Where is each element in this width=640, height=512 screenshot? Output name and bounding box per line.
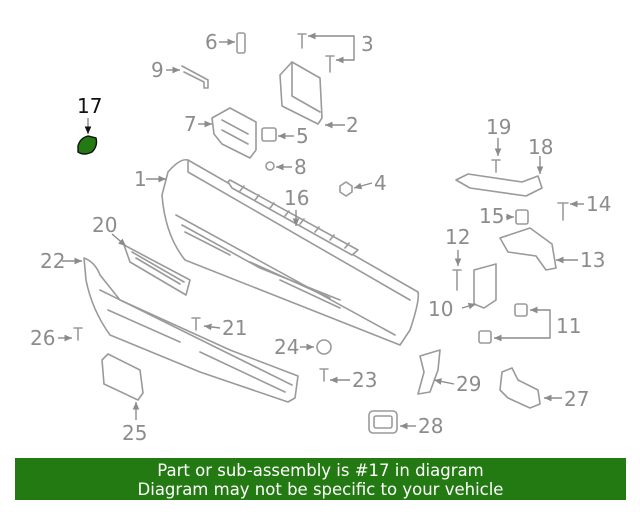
part-3-bolts [297, 33, 335, 73]
part-27-bracket [499, 367, 541, 409]
callout-29: 29 [456, 372, 481, 396]
part-1-bumper [161, 158, 420, 346]
callout-18: 18 [528, 135, 553, 159]
callout-24: 24 [274, 335, 299, 359]
callout-7: 7 [184, 112, 197, 136]
callout-27: 27 [564, 387, 589, 411]
callout-26: 26 [30, 326, 55, 350]
part-19-screw [491, 159, 501, 173]
part-16-trim-strip [227, 179, 359, 256]
callout-13: 13 [580, 248, 605, 272]
part-12-bolt [452, 269, 462, 291]
part-23-bolt [319, 368, 329, 382]
callout-2: 2 [346, 113, 359, 137]
part-15-clip [515, 209, 529, 225]
part-24-nut [316, 339, 332, 355]
callout-9: 9 [151, 58, 164, 82]
part-10-bracket [473, 263, 497, 309]
part-17-highlighted [77, 135, 98, 155]
callout-25: 25 [122, 421, 147, 445]
callout-labels: 1 2 3 4 5 6 7 8 9 10 11 12 13 14 15 16 1… [30, 30, 611, 445]
info-banner: Part or sub-assembly is #17 in diagram D… [15, 458, 626, 500]
part-5-clip [261, 127, 277, 142]
callout-8: 8 [294, 155, 307, 179]
part-18-strip [455, 173, 543, 197]
callout-14: 14 [586, 192, 611, 216]
part-21-bolt [191, 317, 201, 331]
callout-15: 15 [479, 204, 504, 228]
part-29-bracket [417, 349, 441, 395]
part-4-nut [339, 181, 353, 197]
callout-17: 17 [77, 94, 102, 118]
callout-20: 20 [92, 213, 117, 237]
part-9-clip [181, 65, 209, 89]
callout-28: 28 [418, 414, 443, 438]
callout-1: 1 [134, 167, 147, 191]
part-7-bracket [211, 107, 257, 159]
part-22-valance [83, 257, 299, 403]
part-2-bracket [279, 61, 323, 125]
part-13-bracket [499, 227, 557, 271]
part-20-grille-strip [123, 244, 191, 296]
callout-11: 11 [556, 314, 581, 338]
callout-10: 10 [428, 297, 453, 321]
callout-21: 21 [222, 316, 247, 340]
callout-5: 5 [296, 124, 309, 148]
banner-line-2: Diagram may not be specific to your vehi… [137, 480, 504, 499]
banner-line-1: Part or sub-assembly is #17 in diagram [157, 461, 484, 480]
part-6-plate [236, 32, 246, 54]
callout-19: 19 [486, 115, 511, 139]
part-8-pin [265, 161, 275, 171]
callout-16: 16 [284, 186, 309, 210]
leader-lines [58, 32, 584, 430]
part-14-bolt [557, 202, 569, 221]
callout-12: 12 [445, 225, 470, 249]
callout-23: 23 [352, 368, 377, 392]
callout-6: 6 [205, 30, 218, 54]
part-28-bezel [368, 410, 398, 434]
callout-4: 4 [374, 171, 387, 195]
callout-22: 22 [40, 249, 65, 273]
callout-3: 3 [361, 32, 374, 56]
part-11-clips [478, 303, 528, 344]
part-26-bolt [73, 327, 83, 341]
part-25-cover [101, 353, 144, 401]
